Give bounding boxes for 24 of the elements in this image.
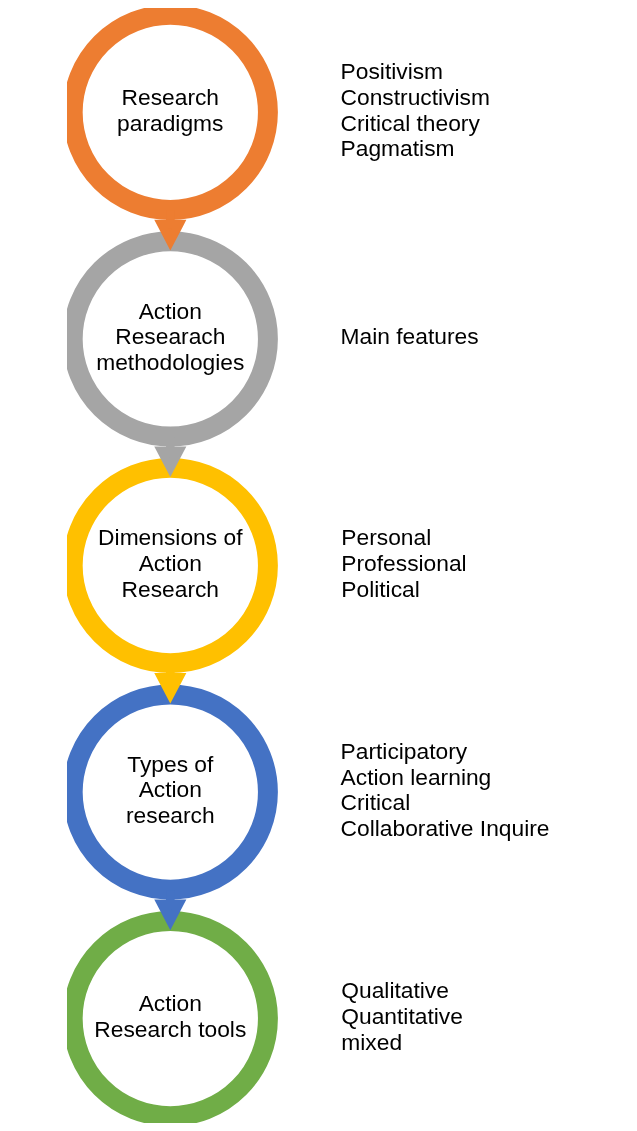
node-label: Pagmatism — [340, 135, 455, 162]
node-label: Political — [341, 575, 420, 602]
node-label: Quantitative — [341, 1003, 463, 1030]
node-label: Main features — [340, 323, 479, 350]
node-circle: Research paradigms — [67, 8, 278, 220]
node-label: Qualitative — [341, 977, 449, 1004]
node-label: Personal — [341, 524, 432, 551]
node-label: Positivism — [340, 58, 444, 85]
node-label: Participatory — [340, 738, 468, 765]
arrow — [154, 673, 187, 704]
arrow — [154, 219, 187, 251]
node-circle: Dimensions of Action Research — [67, 457, 278, 674]
arrow — [154, 446, 187, 477]
node-label: Critical theory — [340, 109, 480, 136]
node-circle: Action Research tools — [67, 911, 278, 1123]
node-label: Professional — [341, 549, 467, 576]
node-circle: Action Researach methodologies — [67, 231, 278, 447]
arrow — [154, 899, 187, 931]
node-label: Action learning — [340, 763, 492, 790]
node-label: mixed — [341, 1028, 403, 1055]
node-circle: Types of Action research — [67, 684, 278, 900]
node-label: Critical — [340, 789, 411, 816]
node-label: Collaborative Inquire — [340, 814, 550, 841]
node-label: Constructivism — [340, 83, 490, 110]
